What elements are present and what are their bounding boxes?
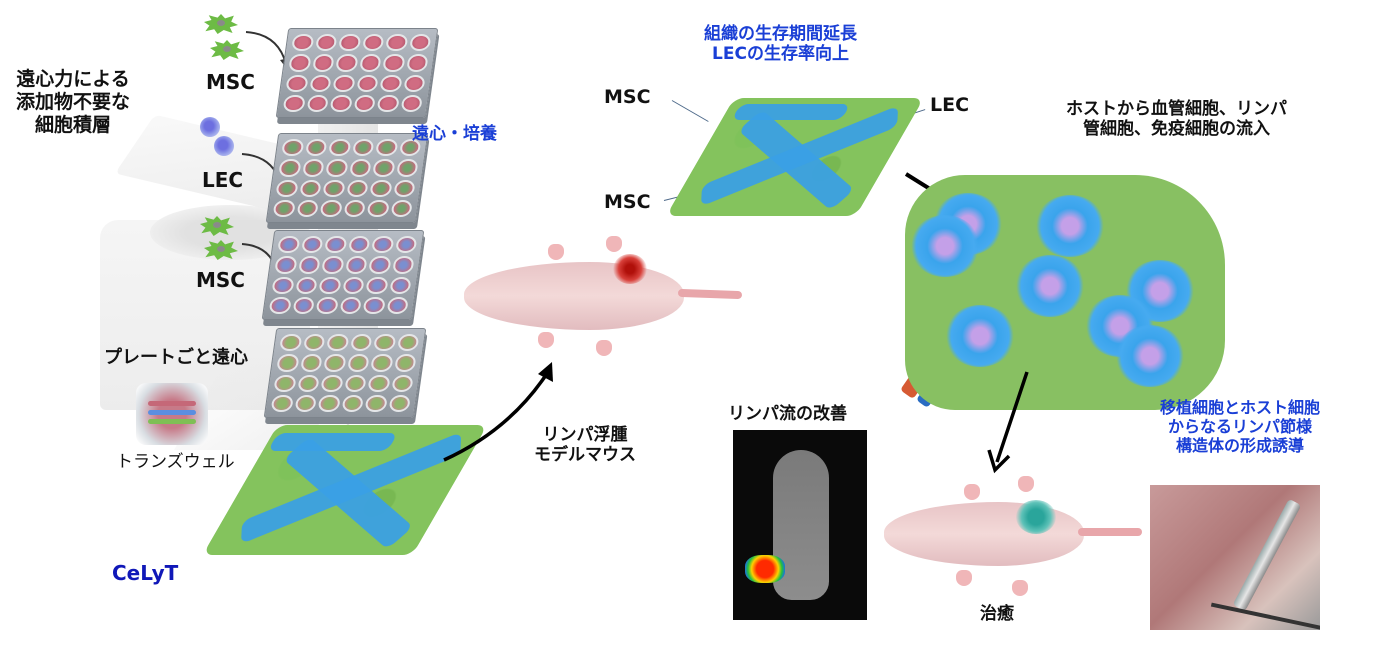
process-label-centrifuge-culture: 遠心・培養 [412, 124, 497, 144]
lymphedema-lesion [613, 254, 647, 284]
lec-cell-icon [214, 136, 234, 156]
leader-line [671, 100, 709, 122]
structure-caption-line: 移植細胞とホスト細胞 [1160, 398, 1321, 417]
sheet-label-msc-bottom: MSC [604, 191, 651, 213]
product-name-celyt: CeLyT [112, 561, 179, 585]
msc-cell-icon [204, 14, 238, 34]
imaging-title: リンパ流の改善 [728, 404, 847, 424]
benefit-line: LECの生存率向上 [712, 44, 849, 65]
treated-mouse [878, 472, 1148, 602]
lymph-node-structure [905, 175, 1225, 410]
msc-cell-icon [200, 216, 234, 236]
lec-cell-icon [200, 117, 220, 137]
tweezer-icon [1210, 602, 1320, 630]
layer-label-msc: MSC [196, 268, 245, 292]
layer-label-msc: MSC [206, 70, 255, 94]
host-infiltration-line: ホストから血管細胞、リンパ [1066, 99, 1287, 119]
benefits-caption: 組織の生存期間延長 LECの生存率向上 [704, 24, 857, 65]
method-caption: 遠心力による 添加物不要な 細胞積層 [16, 68, 130, 136]
host-infiltration-line: 管細胞、免疫細胞の流入 [1083, 119, 1270, 140]
well-plate-msc-top [275, 28, 439, 118]
msc-cell-icon [204, 240, 238, 260]
msc-cell-icon [210, 40, 244, 60]
treatment-label: 治癒 [980, 604, 1014, 624]
method-caption-line: 添加物不要な [16, 90, 131, 113]
sheet-label-msc-top: MSC [604, 86, 651, 108]
surgical-photo [1150, 485, 1320, 630]
lymph-flow-imaging-photo [733, 430, 867, 620]
lymphedema-model-mouse [458, 232, 748, 362]
model-mouse-label-line: モデルマウス [534, 445, 636, 466]
plate-centrifuge-caption: プレートごと遠心 [104, 347, 248, 368]
sheet-label-lec: LEC [930, 94, 970, 116]
method-caption-line: 遠心力による [16, 68, 130, 90]
fluorescence-signal [745, 555, 785, 583]
transwell-label: トランズウェル [116, 452, 235, 472]
structure-caption-line: 構造体の形成誘導 [1176, 436, 1305, 456]
well-plate-msc-bottom [261, 230, 425, 320]
outcome-arrow-icon [987, 371, 1029, 474]
host-infiltration-caption: ホストから血管細胞、リンパ 管細胞、免疫細胞の流入 [1066, 99, 1287, 140]
method-caption-line: 細胞積層 [35, 113, 112, 136]
layer-label-lec: LEC [202, 168, 244, 192]
well-plate-final [263, 328, 427, 418]
structure-caption-line: からなるリンパ節様 [1168, 417, 1313, 437]
sheet-detail-tissue [665, 98, 925, 216]
model-mouse-label: リンパ浮腫 モデルマウス [534, 425, 636, 466]
healed-lesion [1016, 500, 1056, 534]
structure-caption: 移植細胞とホスト細胞 からなるリンパ節様 構造体の形成誘導 [1160, 398, 1320, 456]
well-plate-lec [265, 133, 429, 223]
benefit-line: 組織の生存期間延長 [704, 24, 857, 44]
transwell-icon [136, 383, 208, 445]
model-mouse-label-line: リンパ浮腫 [542, 425, 628, 445]
transplant-arrow-icon [443, 362, 553, 462]
forceps-icon [1232, 498, 1302, 612]
